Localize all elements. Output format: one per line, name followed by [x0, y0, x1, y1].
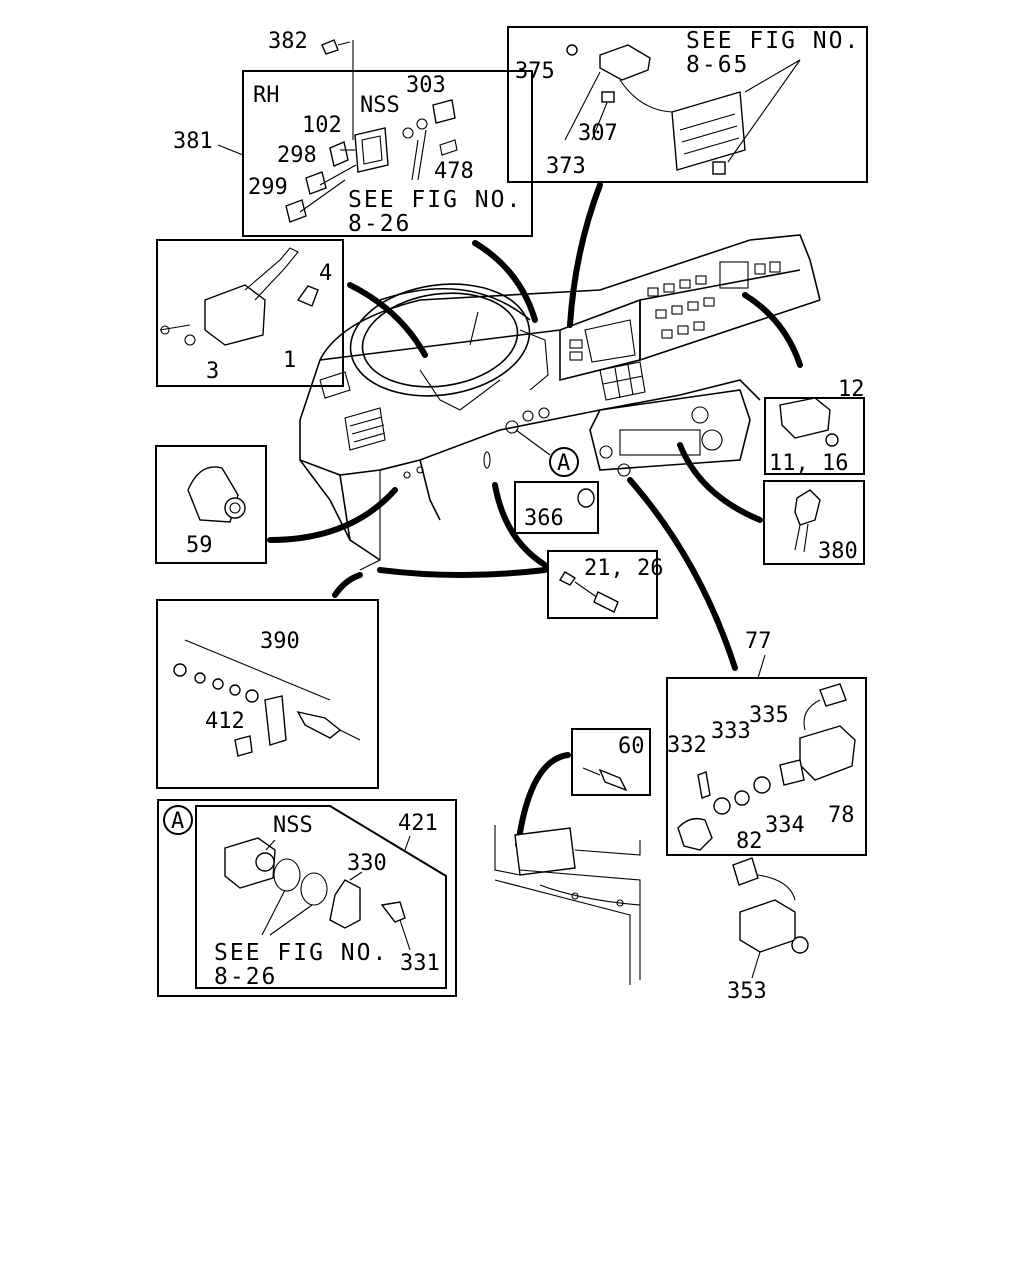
- sensor-21-icon: [593, 591, 619, 613]
- box-60: [571, 728, 651, 796]
- label-21-26: 21, 26: [584, 556, 663, 581]
- label-382: 382: [268, 29, 308, 54]
- label-a-marker: A: [557, 451, 570, 476]
- label-303: 303: [406, 73, 446, 98]
- see-fig-1b: 8-26: [348, 211, 411, 237]
- module-board-icon: [671, 91, 746, 171]
- marker-a-circle: [549, 447, 579, 477]
- label-1: 1: [283, 348, 296, 373]
- label-478: 478: [434, 159, 474, 184]
- label-nss-2: NSS: [273, 813, 313, 838]
- leader-curves: [267, 182, 803, 848]
- callout-381-group: 382 381 RH NSS 303 102 298 299 478 SEE F…: [173, 29, 533, 237]
- combination-switch-icon: [204, 284, 266, 346]
- label-11-16: 11, 16: [769, 451, 848, 476]
- label-3: 3: [206, 359, 219, 384]
- label-373: 373: [546, 154, 586, 179]
- box-a: [157, 799, 457, 997]
- label-335: 335: [749, 703, 789, 728]
- label-59: 59: [186, 533, 213, 558]
- box-381: [242, 70, 533, 237]
- callout-12-group: 12 11, 16: [764, 377, 865, 476]
- cap-366-icon: [577, 488, 595, 508]
- label-77: 77: [745, 629, 772, 654]
- callout-59-group: 59: [155, 445, 267, 564]
- screw-375-icon: [566, 44, 578, 56]
- box-421-inner: [195, 805, 447, 989]
- callout-a-marker: A: [515, 429, 579, 477]
- label-375: 375: [515, 59, 555, 84]
- relay-icon: [599, 44, 651, 81]
- label-334: 334: [765, 813, 805, 838]
- box-1: [156, 239, 344, 387]
- harness-drawing: [494, 825, 641, 985]
- screw-382-icon: [321, 39, 339, 55]
- box-8-65: [507, 26, 868, 183]
- relay-12-icon: [779, 397, 831, 439]
- clip-4-icon: [296, 285, 319, 307]
- label-331: 331: [400, 951, 440, 976]
- label-353: 353: [727, 979, 767, 1004]
- label-332: 332: [667, 733, 707, 758]
- label-381: 381: [173, 129, 213, 154]
- callout-1-group: 4 3 1: [156, 239, 344, 387]
- label-102: 102: [302, 113, 342, 138]
- label-380: 380: [818, 539, 858, 564]
- switch-nss-icon: [224, 837, 276, 889]
- label-82: 82: [736, 829, 763, 854]
- sensor-390-icon: [296, 710, 342, 739]
- sensor-60-icon: [598, 768, 628, 792]
- connector-353-icon: [732, 857, 759, 886]
- switch-78-icon: [799, 725, 856, 781]
- callout-373-group: 375 SEE FIG NO. 8-65 307 373: [507, 26, 868, 183]
- callout-77-group: 77 332 333 335 334 78 82: [666, 629, 867, 856]
- see-fig-2a: SEE FIG NO.: [686, 28, 860, 54]
- box-59: [155, 445, 267, 564]
- label-390: 390: [260, 629, 300, 654]
- label-nss-1: NSS: [360, 93, 400, 118]
- label-299: 299: [248, 175, 288, 200]
- see-fig-3a: SEE FIG NO.: [214, 940, 388, 966]
- label-421: 421: [398, 811, 438, 836]
- box-390: [156, 599, 379, 789]
- label-78: 78: [828, 803, 855, 828]
- label-12: 12: [838, 377, 865, 402]
- box-366: [514, 481, 599, 534]
- label-298: 298: [277, 143, 317, 168]
- bracket-icon: [264, 695, 287, 746]
- see-fig-3b: 8-26: [214, 964, 277, 990]
- label-4: 4: [319, 261, 332, 286]
- box-a-marker: [163, 805, 193, 835]
- label-366: 366: [524, 506, 564, 531]
- label-412: 412: [205, 709, 245, 734]
- dashboard-drawing: [299, 234, 821, 571]
- callout-353-group: 353: [727, 857, 809, 1004]
- switch-body-icon: [354, 127, 389, 173]
- label-rh: RH: [253, 83, 280, 108]
- cap-330-icon: [329, 879, 361, 929]
- callout-390-group: 390 412: [156, 599, 379, 789]
- screw-331-icon: [380, 901, 406, 923]
- box-77: [666, 677, 867, 856]
- callout-366-group: 366: [514, 481, 599, 534]
- callout-60-group: 60: [571, 728, 651, 796]
- switch-353-icon: [739, 899, 796, 953]
- switch-380-icon: [794, 489, 821, 526]
- box-21-26: [547, 550, 658, 619]
- label-330: 330: [347, 851, 387, 876]
- label-60: 60: [618, 734, 645, 759]
- callout-421-group: A NSS 421 330 331 SEE FIG NO. 8-26: [157, 799, 457, 997]
- label-a-box: A: [171, 809, 184, 834]
- see-fig-1a: SEE FIG NO.: [348, 187, 522, 213]
- callout-380-group: 380: [763, 480, 865, 565]
- cap-82-icon: [677, 817, 713, 851]
- connector-303-icon: [432, 99, 456, 124]
- box-380: [763, 480, 865, 565]
- connector-77-icon: [819, 683, 847, 707]
- callout-21-26-group: 21, 26: [547, 550, 663, 619]
- label-333: 333: [711, 719, 751, 744]
- see-fig-2b: 8-65: [686, 52, 749, 78]
